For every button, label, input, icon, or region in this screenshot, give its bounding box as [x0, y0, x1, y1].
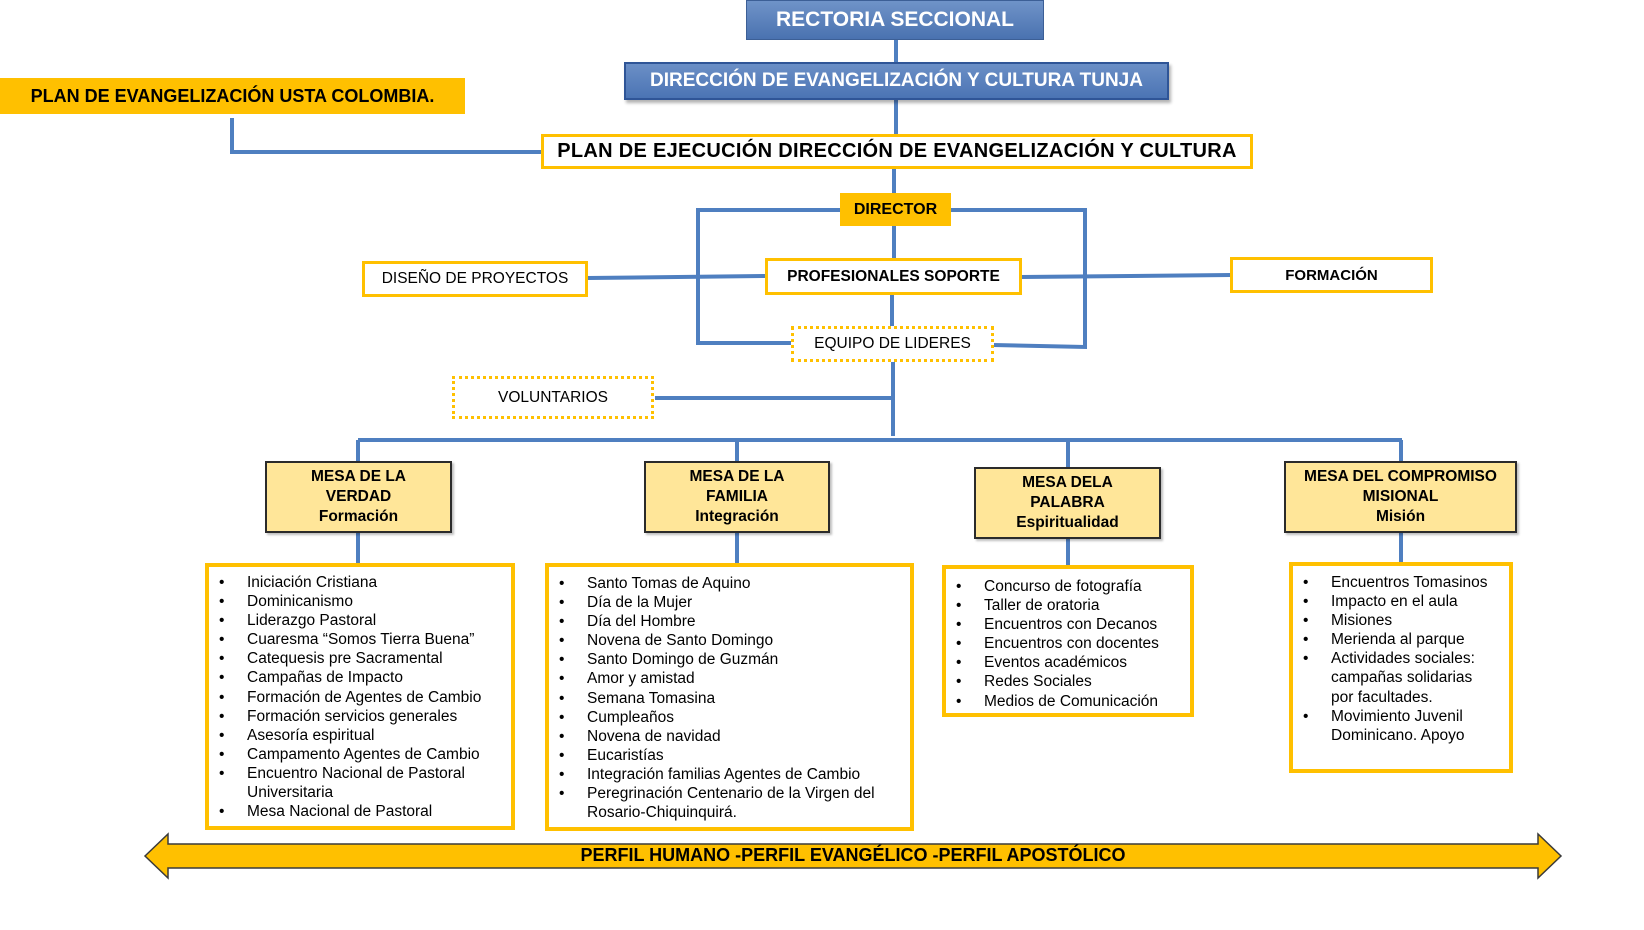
- mesa-palabra-sub: Espiritualidad: [1016, 514, 1119, 531]
- direccion-box: DIRECCIÓN DE EVANGELIZACIÓN Y CULTURA TU…: [624, 62, 1169, 100]
- list-item: Dominicanismo: [209, 592, 511, 611]
- list-item: Redes Sociales: [946, 672, 1190, 691]
- list-item: Amor y amistad: [549, 669, 910, 688]
- list-item: Liderazgo Pastoral: [209, 611, 511, 630]
- list-item: Santo Domingo de Guzmán: [549, 650, 910, 669]
- mesa-palabra-line1: MESA DELA: [1022, 474, 1113, 491]
- list-item: Misiones: [1293, 611, 1509, 630]
- mesa-verdad-line2: VERDAD: [325, 488, 392, 505]
- list-item: Encuentros con docentes: [946, 634, 1190, 653]
- profesionales-label: PROFESIONALES SOPORTE: [787, 267, 1000, 285]
- list-item: Eucaristías: [549, 746, 910, 765]
- director-label: DIRECTOR: [853, 200, 938, 218]
- plan-usta-label: PLAN DE EVANGELIZACIÓN USTA COLOMBIA.: [30, 85, 435, 106]
- mesa-familia: MESA DE LA FAMILIA Integración: [644, 461, 830, 533]
- list-compromiso: Encuentros Tomasinos Impacto en el aula …: [1289, 562, 1513, 773]
- list-item: Novena de Santo Domingo: [549, 631, 910, 650]
- list-item: Santo Tomas de Aquino: [549, 574, 910, 593]
- rectoria-box: RECTORIA SECCIONAL: [746, 0, 1044, 40]
- formacion-label: FORMACIÓN: [1285, 266, 1378, 284]
- profesionales-box: PROFESIONALES SOPORTE: [765, 258, 1022, 295]
- list-item: Cuaresma “Somos Tierra Buena”: [209, 630, 511, 649]
- mesa-palabra-line2: PALABRA: [1030, 494, 1105, 511]
- director-box: DIRECTOR: [840, 193, 951, 226]
- list-item: Campamento Agentes de Cambio: [209, 745, 511, 764]
- diseno-label: DISEÑO DE PROYECTOS: [381, 270, 569, 287]
- list-item: Concurso de fotografía: [946, 577, 1190, 596]
- list-familia: Santo Tomas de Aquino Día de la Mujer Dí…: [545, 563, 914, 831]
- list-item: Encuentros con Decanos: [946, 615, 1190, 634]
- mesa-compromiso: MESA DEL COMPROMISO MISIONAL Misión: [1284, 461, 1517, 533]
- list-item: Mesa Nacional de Pastoral: [209, 802, 511, 821]
- mesa-compromiso-line1: MESA DEL COMPROMISO: [1304, 468, 1497, 485]
- list-item: Día del Hombre: [549, 612, 910, 631]
- mesa-familia-line1: MESA DE LA: [689, 468, 785, 485]
- mesa-familia-sub: Integración: [695, 508, 779, 525]
- list-item: Campañas de Impacto: [209, 668, 511, 687]
- mesa-familia-line2: FAMILIA: [706, 488, 768, 505]
- list-verdad: Iniciación Cristiana Dominicanismo Lider…: [205, 563, 515, 830]
- diseno-box: DISEÑO DE PROYECTOS: [362, 261, 588, 297]
- list-palabra: Concurso de fotografía Taller de oratori…: [942, 565, 1194, 717]
- list-item: Integración familias Agentes de Cambio: [549, 765, 910, 784]
- list-item: Novena de navidad: [549, 727, 910, 746]
- list-item: Formación de Agentes de Cambio: [209, 688, 511, 707]
- perfil-label: PERFIL HUMANO -PERFIL EVANGÉLICO -PERFIL…: [580, 845, 1126, 865]
- list-item: Asesoría espiritual: [209, 726, 511, 745]
- list-item: Iniciación Cristiana: [209, 573, 511, 592]
- list-item: Encuentro Nacional de Pastoral Universit…: [209, 764, 511, 802]
- formacion-box: FORMACIÓN: [1230, 257, 1433, 293]
- list-item: Día de la Mujer: [549, 593, 910, 612]
- mesa-palabra: MESA DELA PALABRA Espiritualidad: [974, 467, 1161, 539]
- equipo-label: EQUIPO DE LIDERES: [814, 335, 971, 352]
- mesa-compromiso-line2: MISIONAL: [1362, 488, 1439, 505]
- mesa-verdad-sub: Formación: [318, 508, 399, 525]
- list-item: Catequesis pre Sacramental: [209, 649, 511, 668]
- plan-ejecucion-box: PLAN DE EJECUCIÓN DIRECCIÓN DE EVANGELIZ…: [541, 134, 1253, 169]
- equipo-box: EQUIPO DE LIDERES: [791, 326, 994, 362]
- list-item: Movimiento Juvenil Dominicano. Apoyo: [1293, 707, 1509, 745]
- list-item: Peregrinación Centenario de la Virgen de…: [549, 784, 910, 822]
- list-item: Formación servicios generales: [209, 707, 511, 726]
- direccion-label: DIRECCIÓN DE EVANGELIZACIÓN Y CULTURA TU…: [650, 70, 1143, 91]
- profile-arrow: [143, 832, 1563, 880]
- list-item: Taller de oratoria: [946, 596, 1190, 615]
- rectoria-label: RECTORIA SECCIONAL: [775, 8, 1014, 31]
- mesa-compromiso-sub: Misión: [1375, 508, 1426, 525]
- list-item: Actividades sociales: campañas solidaria…: [1293, 649, 1509, 706]
- list-item: Cumpleaños: [549, 708, 910, 727]
- list-item: Medios de Comunicación: [946, 692, 1190, 711]
- voluntarios-label: VOLUNTARIOS: [498, 388, 608, 406]
- list-item: Semana Tomasina: [549, 689, 910, 708]
- list-item: Impacto en el aula: [1293, 592, 1509, 611]
- plan-ejecucion-label: PLAN DE EJECUCIÓN DIRECCIÓN DE EVANGELIZ…: [557, 140, 1237, 162]
- voluntarios-box: VOLUNTARIOS: [452, 376, 654, 419]
- mesa-verdad: MESA DE LA VERDAD Formación: [265, 461, 452, 533]
- plan-usta-box: PLAN DE EVANGELIZACIÓN USTA COLOMBIA.: [0, 78, 465, 114]
- list-item: Encuentros Tomasinos: [1293, 573, 1509, 592]
- mesa-verdad-line1: MESA DE LA: [310, 468, 406, 485]
- list-item: Merienda al parque: [1293, 630, 1509, 649]
- list-item: Eventos académicos: [946, 653, 1190, 672]
